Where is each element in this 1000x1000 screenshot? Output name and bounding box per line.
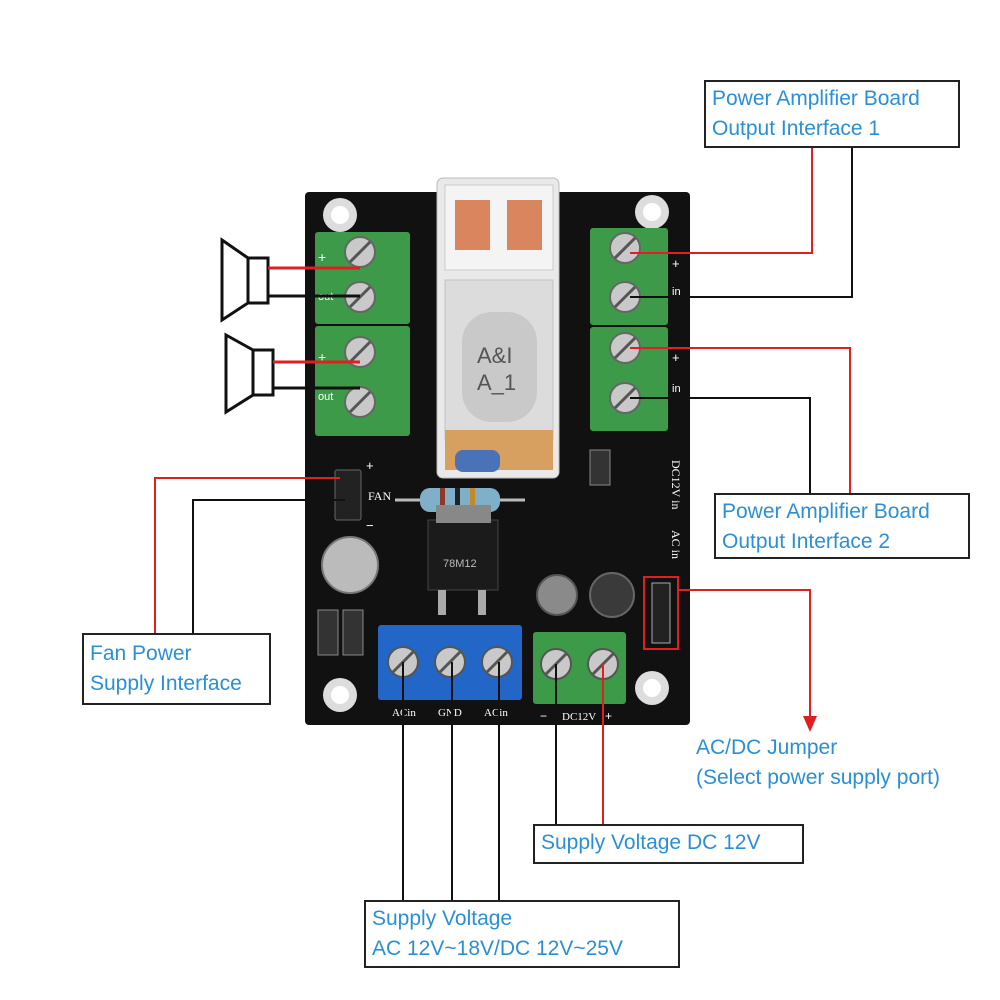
jumper-highlight [643,576,679,650]
diode-1 [317,609,339,656]
diode-2 [342,609,364,656]
callout-output2-line2: Output Interface 2 [722,530,891,553]
dc-terminal-plus: + [605,709,612,723]
callout-jumper-line1: AC/DC Jumper [696,736,838,759]
dc-terminal-block [533,632,626,704]
dc-terminal-minus: − [540,709,547,723]
relay [436,177,560,479]
callout-jumper-line2: (Select power supply port) [696,766,940,789]
capacitor-left [321,536,379,594]
dc-terminal-label: DC12V [562,711,596,723]
callout-output1-line1: Power Amplifier Board [712,87,920,110]
left-plus-1: + [318,249,326,265]
wire-output2-black [630,397,811,497]
capacitor-middle [536,574,578,616]
wire-jumper-red [678,589,811,718]
right-in-1: in [672,286,681,298]
relay-label-1: A&I [477,343,512,368]
regulator [427,505,499,615]
relay-label-2: A_1 [477,370,516,395]
right-plus-2: + [672,350,680,365]
callout-output1-line2: Output Interface 1 [712,117,881,140]
diode-3 [589,449,611,486]
jumper-pins [651,582,671,644]
callout-supply-voltage: Supply Voltage AC 12V~18V/DC 12V~25V [364,900,680,968]
ac-terminal-block [378,625,522,700]
callout-output2-line1: Power Amplifier Board [722,500,930,523]
right-terminals [590,228,668,431]
callout-output-interface-2: Power Amplifier Board Output Interface 2 [714,493,970,559]
ac-in-vertical-label: AC in [669,530,683,559]
speaker-icon-1 [220,237,270,323]
callout-fan-power: Fan Power Supply Interface [82,633,271,705]
bottom-label-acin-left: ACin [392,707,416,719]
callout-fan-line2: Supply Interface [90,672,242,695]
capacitor-right [589,572,635,618]
bottom-label-gnd: GND [438,707,462,719]
right-plus-1: + [672,256,680,271]
fan-plus: + [366,458,374,473]
left-out-2: out [318,391,333,403]
wire-output1-red [630,148,813,254]
callout-fan-line1: Fan Power [90,642,192,665]
wire-output1-black [630,148,853,298]
callout-supply-dc12: Supply Voltage DC 12V [533,824,804,864]
callout-supply-line2: AC 12V~18V/DC 12V~25V [372,937,623,960]
fan-minus: − [366,518,374,533]
right-in-2: in [672,383,681,395]
regulator-label: 78M12 [443,558,477,570]
callout-ac-dc-jumper: AC/DC Jumper (Select power supply port) [696,733,940,793]
fan-label: FAN [368,489,391,503]
wire-fan-red [154,477,340,633]
mounting-holes [323,195,669,712]
wire-output2-red [630,347,851,497]
left-plus-2: + [318,349,326,365]
fan-connector [334,469,362,521]
callout-output-interface-1: Power Amplifier Board Output Interface 1 [704,80,960,148]
wire-fan-black [192,499,345,633]
left-terminals [315,232,410,436]
speaker-icon-2 [224,332,275,415]
jumper-arrowhead [803,716,817,732]
callout-supply-line1: Supply Voltage [372,907,513,930]
bottom-label-acin-right: ACin [484,707,508,719]
dc-in-vertical-label: DC12V in [669,460,683,509]
callout-dc12-line1: Supply Voltage DC 12V [541,831,761,854]
